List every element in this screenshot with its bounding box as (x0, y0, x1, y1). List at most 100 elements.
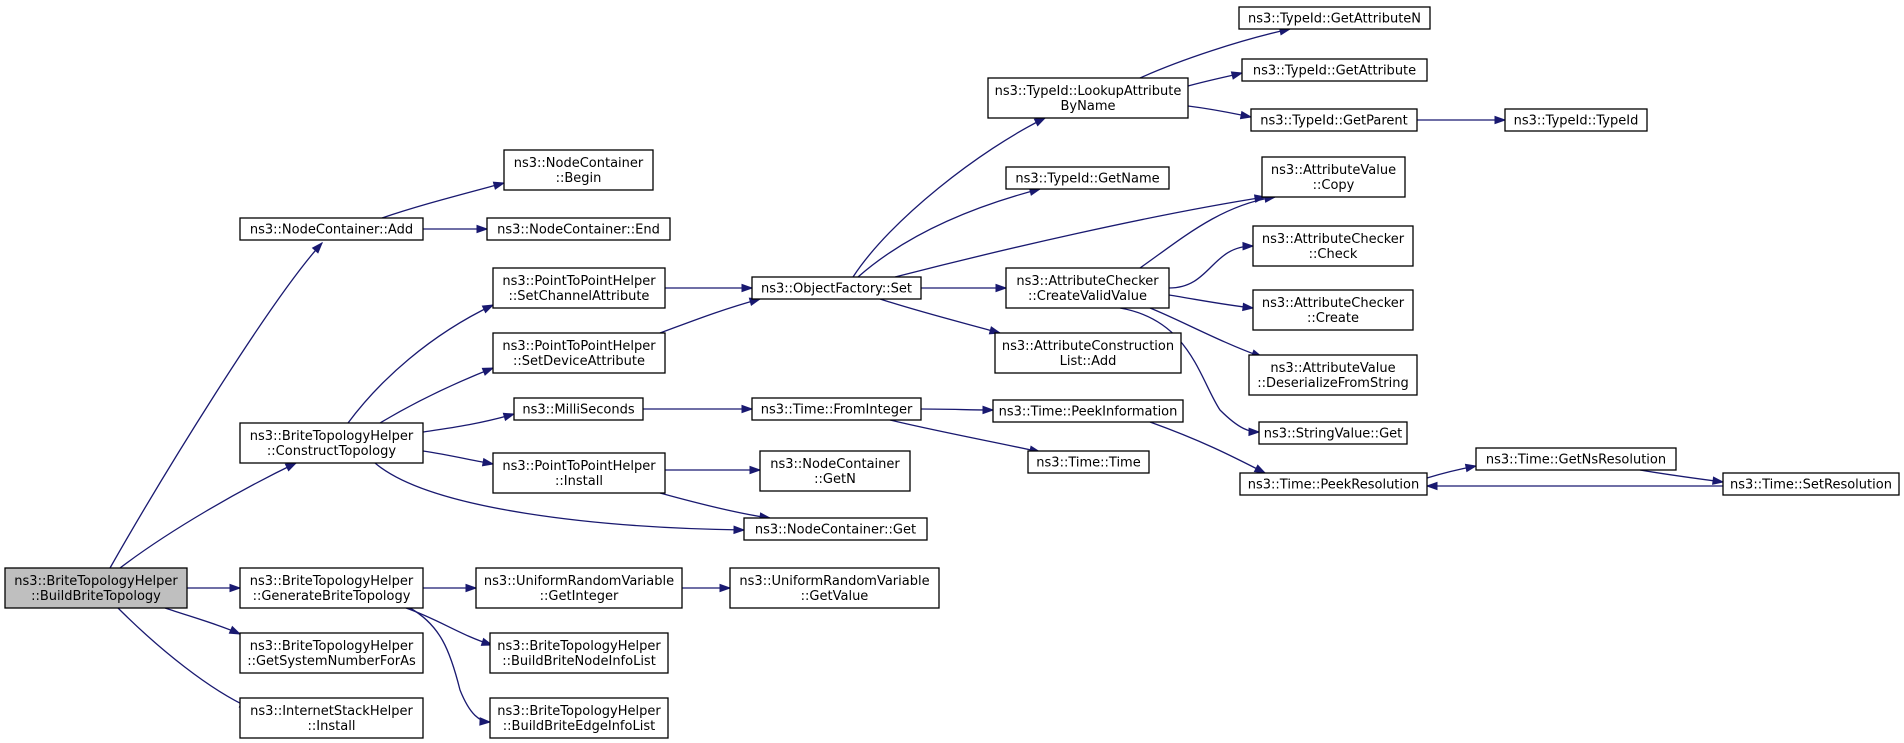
node-box (489, 697, 669, 739)
node-ns3-nodecontainer-getn[interactable]: ns3::NodeContainer::GetN (759, 450, 911, 492)
node-label-line: ns3::AttributeValue (1271, 163, 1396, 178)
node-ns3-uniformrandomvariable-getinteger[interactable]: ns3::UniformRandomVariable::GetInteger (475, 567, 683, 609)
node-ns3-britetopologyhelper-buildbritetopology[interactable]: ns3::BriteTopologyHelper::BuildBriteTopo… (4, 567, 188, 609)
node-ns3-nodecontainer-add[interactable]: ns3::NodeContainer::Add (239, 217, 424, 241)
node-ns3-time-setresolution[interactable]: ns3::Time::SetResolution (1722, 472, 1900, 496)
node-ns3-britetopologyhelper-buildbritenodeinfolist[interactable]: ns3::BriteTopologyHelper::BuildBriteNode… (489, 632, 669, 674)
node-box (239, 567, 424, 609)
node-label-line: ns3::TypeId::LookupAttribute (995, 84, 1182, 99)
node-ns3-attributevalue-deserializefromstring[interactable]: ns3::AttributeValue::DeserializeFromStri… (1248, 354, 1418, 396)
node-ns3-milliseconds[interactable]: ns3::MilliSeconds (513, 397, 644, 421)
node-label-line: ns3::AttributeValue (1270, 361, 1395, 376)
edge-n20-to-n28 (1187, 105, 1253, 120)
node-label-line: ns3::BriteTopologyHelper (250, 574, 414, 589)
node-label-line: List::Add (1060, 354, 1117, 369)
edge-line (659, 492, 771, 519)
node-ns3-attributechecker-createvalidvalue[interactable]: ns3::AttributeChecker::CreateValidValue (1005, 267, 1170, 309)
node-label-line: ns3::TypeId::GetParent (1260, 114, 1408, 129)
arrowhead (1253, 464, 1267, 474)
node-label-line: ::GetValue (801, 589, 869, 604)
node-ns3-typeid-typeid[interactable]: ns3::TypeId::TypeId (1504, 108, 1648, 132)
edge-n34-to-n36 (1426, 463, 1478, 479)
node-ns3-typeid-getattribute[interactable]: ns3::TypeId::GetAttribute (1241, 58, 1428, 82)
arrowhead (1494, 115, 1507, 125)
node-ns3-attributechecker-check[interactable]: ns3::AttributeChecker::Check (1252, 225, 1414, 267)
node-label-line: ::GetSystemNumberForAs (247, 654, 416, 669)
edge-line (1639, 469, 1724, 483)
node-label-line: ns3::TypeId::TypeId (1514, 114, 1639, 129)
node-label-line: ns3::BriteTopologyHelper (250, 639, 414, 654)
node-label-line: ::GetN (814, 472, 856, 487)
node-label-line: ::Copy (1313, 178, 1355, 193)
arrowhead (741, 404, 754, 414)
node-ns3-time-frominteger[interactable]: ns3::Time::FromInteger (751, 397, 922, 421)
arrowhead (1248, 427, 1261, 437)
node-ns3-typeid-getparent[interactable]: ns3::TypeId::GetParent (1250, 108, 1418, 132)
node-ns3-typeid-getattributen[interactable]: ns3::TypeId::GetAttributeN (1238, 6, 1431, 30)
edge-line (879, 298, 1001, 334)
edge-n0-to-n2 (119, 462, 298, 569)
edge-n3-to-n12 (422, 583, 478, 593)
edge-n2-to-n11 (422, 450, 495, 467)
node-label-line: ns3::Time::FromInteger (761, 403, 913, 418)
node-label-line: ns3::BriteTopologyHelper (497, 639, 661, 654)
edge-n24-to-n34 (1149, 421, 1267, 474)
node-ns3-nodecontainer-get[interactable]: ns3::NodeContainer::Get (743, 517, 928, 541)
node-label-line: ::CreateValidValue (1028, 289, 1147, 304)
arrowhead (749, 465, 762, 475)
node-label-line: ::Create (1307, 311, 1359, 326)
node-ns3-time-time[interactable]: ns3::Time::Time (1027, 450, 1150, 474)
node-label-line: ns3::UniformRandomVariable (484, 574, 674, 589)
node-ns3-objectfactory-set[interactable]: ns3::ObjectFactory::Set (751, 276, 922, 300)
node-ns3-pointtopointhelper-setchannelattribute[interactable]: ns3::PointToPointHelper::SetChannelAttri… (492, 267, 666, 309)
node-ns3-attributechecker-create[interactable]: ns3::AttributeChecker::Create (1252, 289, 1414, 331)
edge-n8-to-n15 (665, 283, 754, 293)
node-label-line: ns3::AttributeChecker (1016, 274, 1159, 289)
node-box (4, 567, 188, 609)
node-label-line: ns3::Time::Time (1036, 456, 1140, 471)
node-ns3-attributevalue-copy[interactable]: ns3::AttributeValue::Copy (1261, 156, 1406, 198)
edge-line (1168, 245, 1254, 289)
node-label-line: ::GetInteger (540, 589, 619, 604)
node-ns3-pointtopointhelper-install[interactable]: ns3::PointToPointHelper::Install (492, 452, 666, 494)
node-ns3-britetopologyhelper-generatebritetopology[interactable]: ns3::BriteTopologyHelper::GenerateBriteT… (239, 567, 424, 609)
node-ns3-nodecontainer-begin[interactable]: ns3::NodeContainer::Begin (503, 149, 654, 191)
node-label-line: ::SetDeviceAttribute (513, 354, 645, 369)
edge-layer (109, 27, 1725, 726)
node-ns3-pointtopointhelper-setdeviceattribute[interactable]: ns3::PointToPointHelper::SetDeviceAttrib… (492, 332, 666, 374)
node-label-line: ns3::PointToPointHelper (502, 339, 656, 354)
node-label-line: ns3::NodeContainer::Add (250, 223, 413, 238)
node-ns3-britetopologyhelper-getsystemnumberforas[interactable]: ns3::BriteTopologyHelper::GetSystemNumbe… (239, 632, 424, 674)
node-ns3-stringvalue-get[interactable]: ns3::StringValue::Get (1258, 421, 1408, 445)
node-box (1027, 450, 1150, 474)
node-ns3-uniformrandomvariable-getvalue[interactable]: ns3::UniformRandomVariable::GetValue (729, 567, 940, 609)
edge-n2-to-n8 (347, 304, 495, 424)
node-ns3-nodecontainer-end[interactable]: ns3::NodeContainer::End (486, 217, 671, 241)
edge-line (920, 408, 994, 411)
edge-line (409, 607, 491, 723)
node-box (1722, 472, 1900, 496)
node-label-line: ns3::AttributeConstruction (1002, 339, 1174, 354)
node-label-line: ::ConstructTopology (267, 444, 396, 459)
node-ns3-typeid-getname[interactable]: ns3::TypeId::GetName (1005, 166, 1170, 190)
arrowhead (1242, 241, 1255, 251)
edge-line (374, 462, 745, 531)
arrowhead (481, 304, 495, 314)
node-box (1252, 289, 1414, 331)
node-ns3-time-getnsresolution[interactable]: ns3::Time::GetNsResolution (1475, 447, 1677, 471)
edge-n0-to-n4 (164, 607, 242, 635)
node-ns3-internetstackhelper-install[interactable]: ns3::InternetStackHelper::Install (239, 697, 424, 739)
node-box (1239, 472, 1428, 496)
node-label-line: ns3::BriteTopologyHelper (14, 574, 178, 589)
edge-n2-to-n9 (379, 367, 495, 424)
arrowhead (465, 583, 478, 593)
node-box (489, 632, 669, 674)
node-ns3-britetopologyhelper-constructtopology[interactable]: ns3::BriteTopologyHelper::ConstructTopol… (239, 422, 424, 464)
node-ns3-time-peekresolution[interactable]: ns3::Time::PeekResolution (1239, 472, 1428, 496)
node-ns3-britetopologyhelper-buildbriteedgeinfolist[interactable]: ns3::BriteTopologyHelper::BuildBriteEdge… (489, 697, 669, 739)
edge-n0-to-n5 (117, 607, 252, 709)
node-layer: ns3::BriteTopologyHelper::BuildBriteTopo… (4, 6, 1900, 739)
node-ns3-time-peekinformation[interactable]: ns3::Time::PeekInformation (992, 399, 1184, 423)
